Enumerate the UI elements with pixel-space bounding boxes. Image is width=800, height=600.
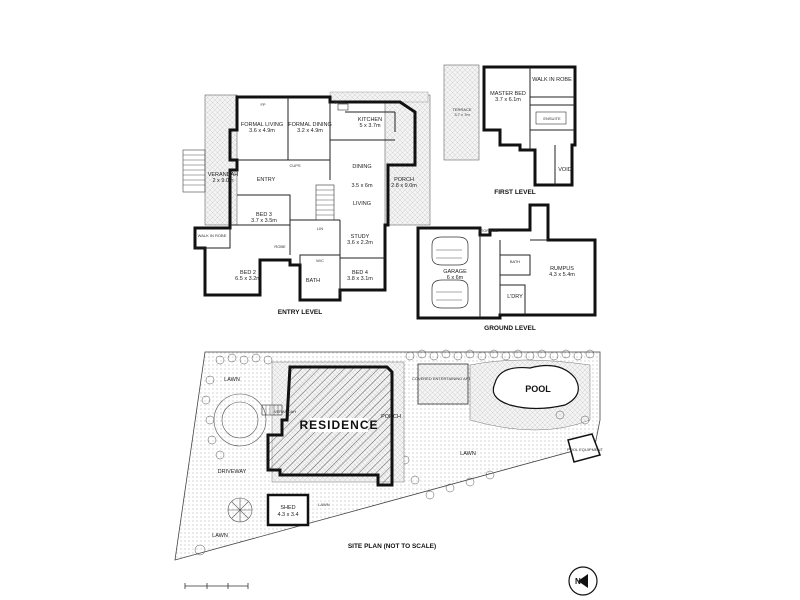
site-verandah-label: VERANDAH <box>274 409 296 414</box>
shed-size: 4.3 x 3.4 <box>277 512 298 518</box>
ground-level-plan: GARAGE 6 x 6m RUMPUS 4.3 x 5.4m BATH L'D… <box>416 203 597 332</box>
master-bed-size: 3.7 x 6.1m <box>495 97 521 103</box>
bed4-label: BED 4 <box>352 270 368 276</box>
bed4-size: 3.8 x 3.1m <box>347 276 373 282</box>
storage-label: STORAGE <box>478 228 498 233</box>
bed3-label: BED 3 <box>256 212 272 218</box>
ground-bath-label: BATH <box>510 259 520 264</box>
wc-label: W/C <box>316 258 324 263</box>
porch-label: PORCH <box>394 177 414 183</box>
north-arrow-icon: N <box>568 566 598 596</box>
terrace-size: 3.7 x 7m <box>454 112 470 117</box>
void-label: VOID <box>558 167 571 173</box>
entry-outer-walls <box>193 95 417 302</box>
porch-size: 2.8 x 9.0m <box>391 183 417 189</box>
ensuite-label: ENSUITE <box>543 116 561 121</box>
formal-dining-size: 3.2 x 4.9m <box>297 128 323 134</box>
site-plan-caption: SITE PLAN (NOT TO SCALE) <box>348 543 436 550</box>
lawn-label-1: LAWN <box>224 377 240 383</box>
garage-label: GARAGE <box>443 269 467 275</box>
driveway-label: DRIVEWAY <box>218 469 247 475</box>
site-porch-label: PORCH <box>381 414 401 420</box>
scale-bar <box>184 583 249 589</box>
first-level-plan: MASTER BED 3.7 x 6.1m WALK IN ROBE ENSUI… <box>443 64 577 196</box>
ground-level-caption: GROUND LEVEL <box>484 325 536 332</box>
formal-living-size: 3.6 x 4.9m <box>249 128 275 134</box>
residence-label: RESIDENCE <box>299 418 378 432</box>
first-level-caption: FIRST LEVEL <box>494 189 536 196</box>
linen-label: LIN <box>317 226 323 231</box>
kitchen-size: 5 x 3.7m <box>359 123 381 129</box>
entry-stairs <box>182 149 206 193</box>
lawn-label-3: LAWN <box>212 533 228 539</box>
kitchen-label: KITCHEN <box>358 117 382 123</box>
bed3-size: 3.7 x 3.5m <box>251 218 277 224</box>
covered-area <box>417 363 469 405</box>
porch-deck <box>384 94 431 226</box>
robe-label: ROBE <box>274 244 286 249</box>
dining-label: DINING <box>352 164 371 170</box>
laundry-label: L'DRY <box>507 294 523 300</box>
pantry-label: PTRY <box>335 100 346 105</box>
pool-equipment-box <box>567 433 601 463</box>
bed2-size: 6.5 x 3.2m <box>235 276 261 282</box>
fp-label: FP <box>260 102 265 107</box>
terrace-label: TERRACE <box>452 107 471 112</box>
formal-living-label: FORMAL LIVING <box>241 122 283 128</box>
garage-size: 6 x 6m <box>447 275 464 281</box>
site-trees <box>194 410 590 556</box>
formal-dining-label: FORMAL DINING <box>288 122 332 128</box>
walk-in-robe-first-label: WALK IN ROBE <box>532 77 572 83</box>
bath-label: BATH <box>306 278 320 284</box>
pool-shape <box>492 365 579 410</box>
terrace-deck <box>443 64 480 161</box>
first-outer-walls <box>482 65 577 187</box>
pool-label: POOL <box>525 384 551 394</box>
lawn-label-4: LAWN <box>318 502 330 507</box>
study-size: 3.6 x 2.2m <box>347 240 373 246</box>
master-bed-label: MASTER BED <box>490 91 526 97</box>
verandah-size: 2 x 9.0m <box>212 178 234 184</box>
shed-label: SHED <box>280 505 295 511</box>
bed2-label: BED 2 <box>240 270 256 276</box>
pool-equipment-label: POOL EQUIPMENT <box>567 447 603 452</box>
entry-level-plan: FP FORMAL LIVING 3.6 x 4.9m FORMAL DININ… <box>182 91 431 316</box>
study-label: STUDY <box>351 234 370 240</box>
living-label: LIVING <box>353 201 371 207</box>
covered-area-label: COVERED ENTERTAINING AREA <box>412 376 474 381</box>
rumpus-size: 4.3 x 5.4m <box>549 272 575 278</box>
verandah-label: VERANDAH <box>208 172 239 178</box>
entry-label: ENTRY <box>257 177 276 183</box>
ground-outer-walls <box>416 203 597 320</box>
front-garden-beds <box>213 393 267 523</box>
walk-in-robe-label: WALK IN ROBE <box>198 233 227 238</box>
site-plan: COVERED ENTERTAINING AREA POOL RESIDENCE… <box>174 349 603 561</box>
north-symbol: N <box>575 577 581 586</box>
garage-cars <box>431 236 469 309</box>
rumpus-label: RUMPUS <box>550 266 574 272</box>
dining-living-size: 3.5 x 6m <box>351 183 373 189</box>
lawn-label-2: LAWN <box>460 451 476 457</box>
entry-level-caption: ENTRY LEVEL <box>278 309 322 316</box>
cups-label: CUPS <box>289 163 300 168</box>
shed-footprint <box>266 493 310 527</box>
internal-stairs <box>315 184 335 221</box>
